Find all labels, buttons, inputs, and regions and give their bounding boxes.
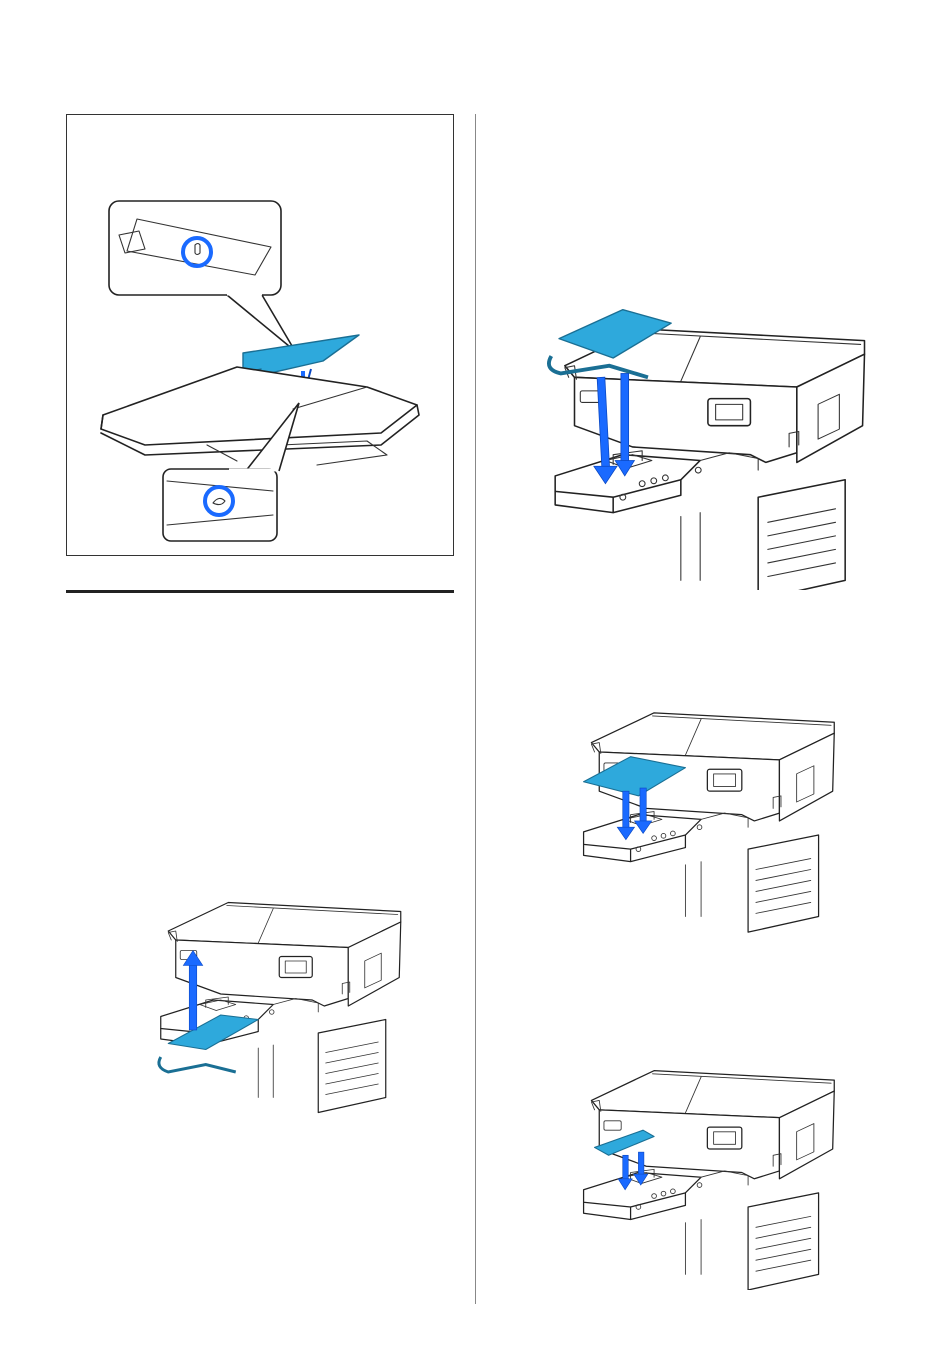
platen-pin-diagram bbox=[67, 115, 455, 557]
platen-board bbox=[101, 367, 417, 445]
callout-figure-box bbox=[66, 114, 454, 556]
printer-icon bbox=[530, 705, 880, 940]
figure-attach-medium-platen bbox=[530, 705, 880, 940]
figure-attach-small-platen bbox=[530, 1055, 880, 1290]
section-divider bbox=[66, 590, 454, 593]
figure-attach-large-platen bbox=[530, 300, 880, 590]
printer-icon bbox=[530, 1055, 880, 1290]
figure-lift-platen bbox=[102, 880, 452, 1120]
printer-icon bbox=[102, 880, 452, 1120]
printer-icon bbox=[530, 300, 880, 590]
column-divider bbox=[475, 114, 476, 1304]
top-callout bbox=[109, 201, 295, 351]
